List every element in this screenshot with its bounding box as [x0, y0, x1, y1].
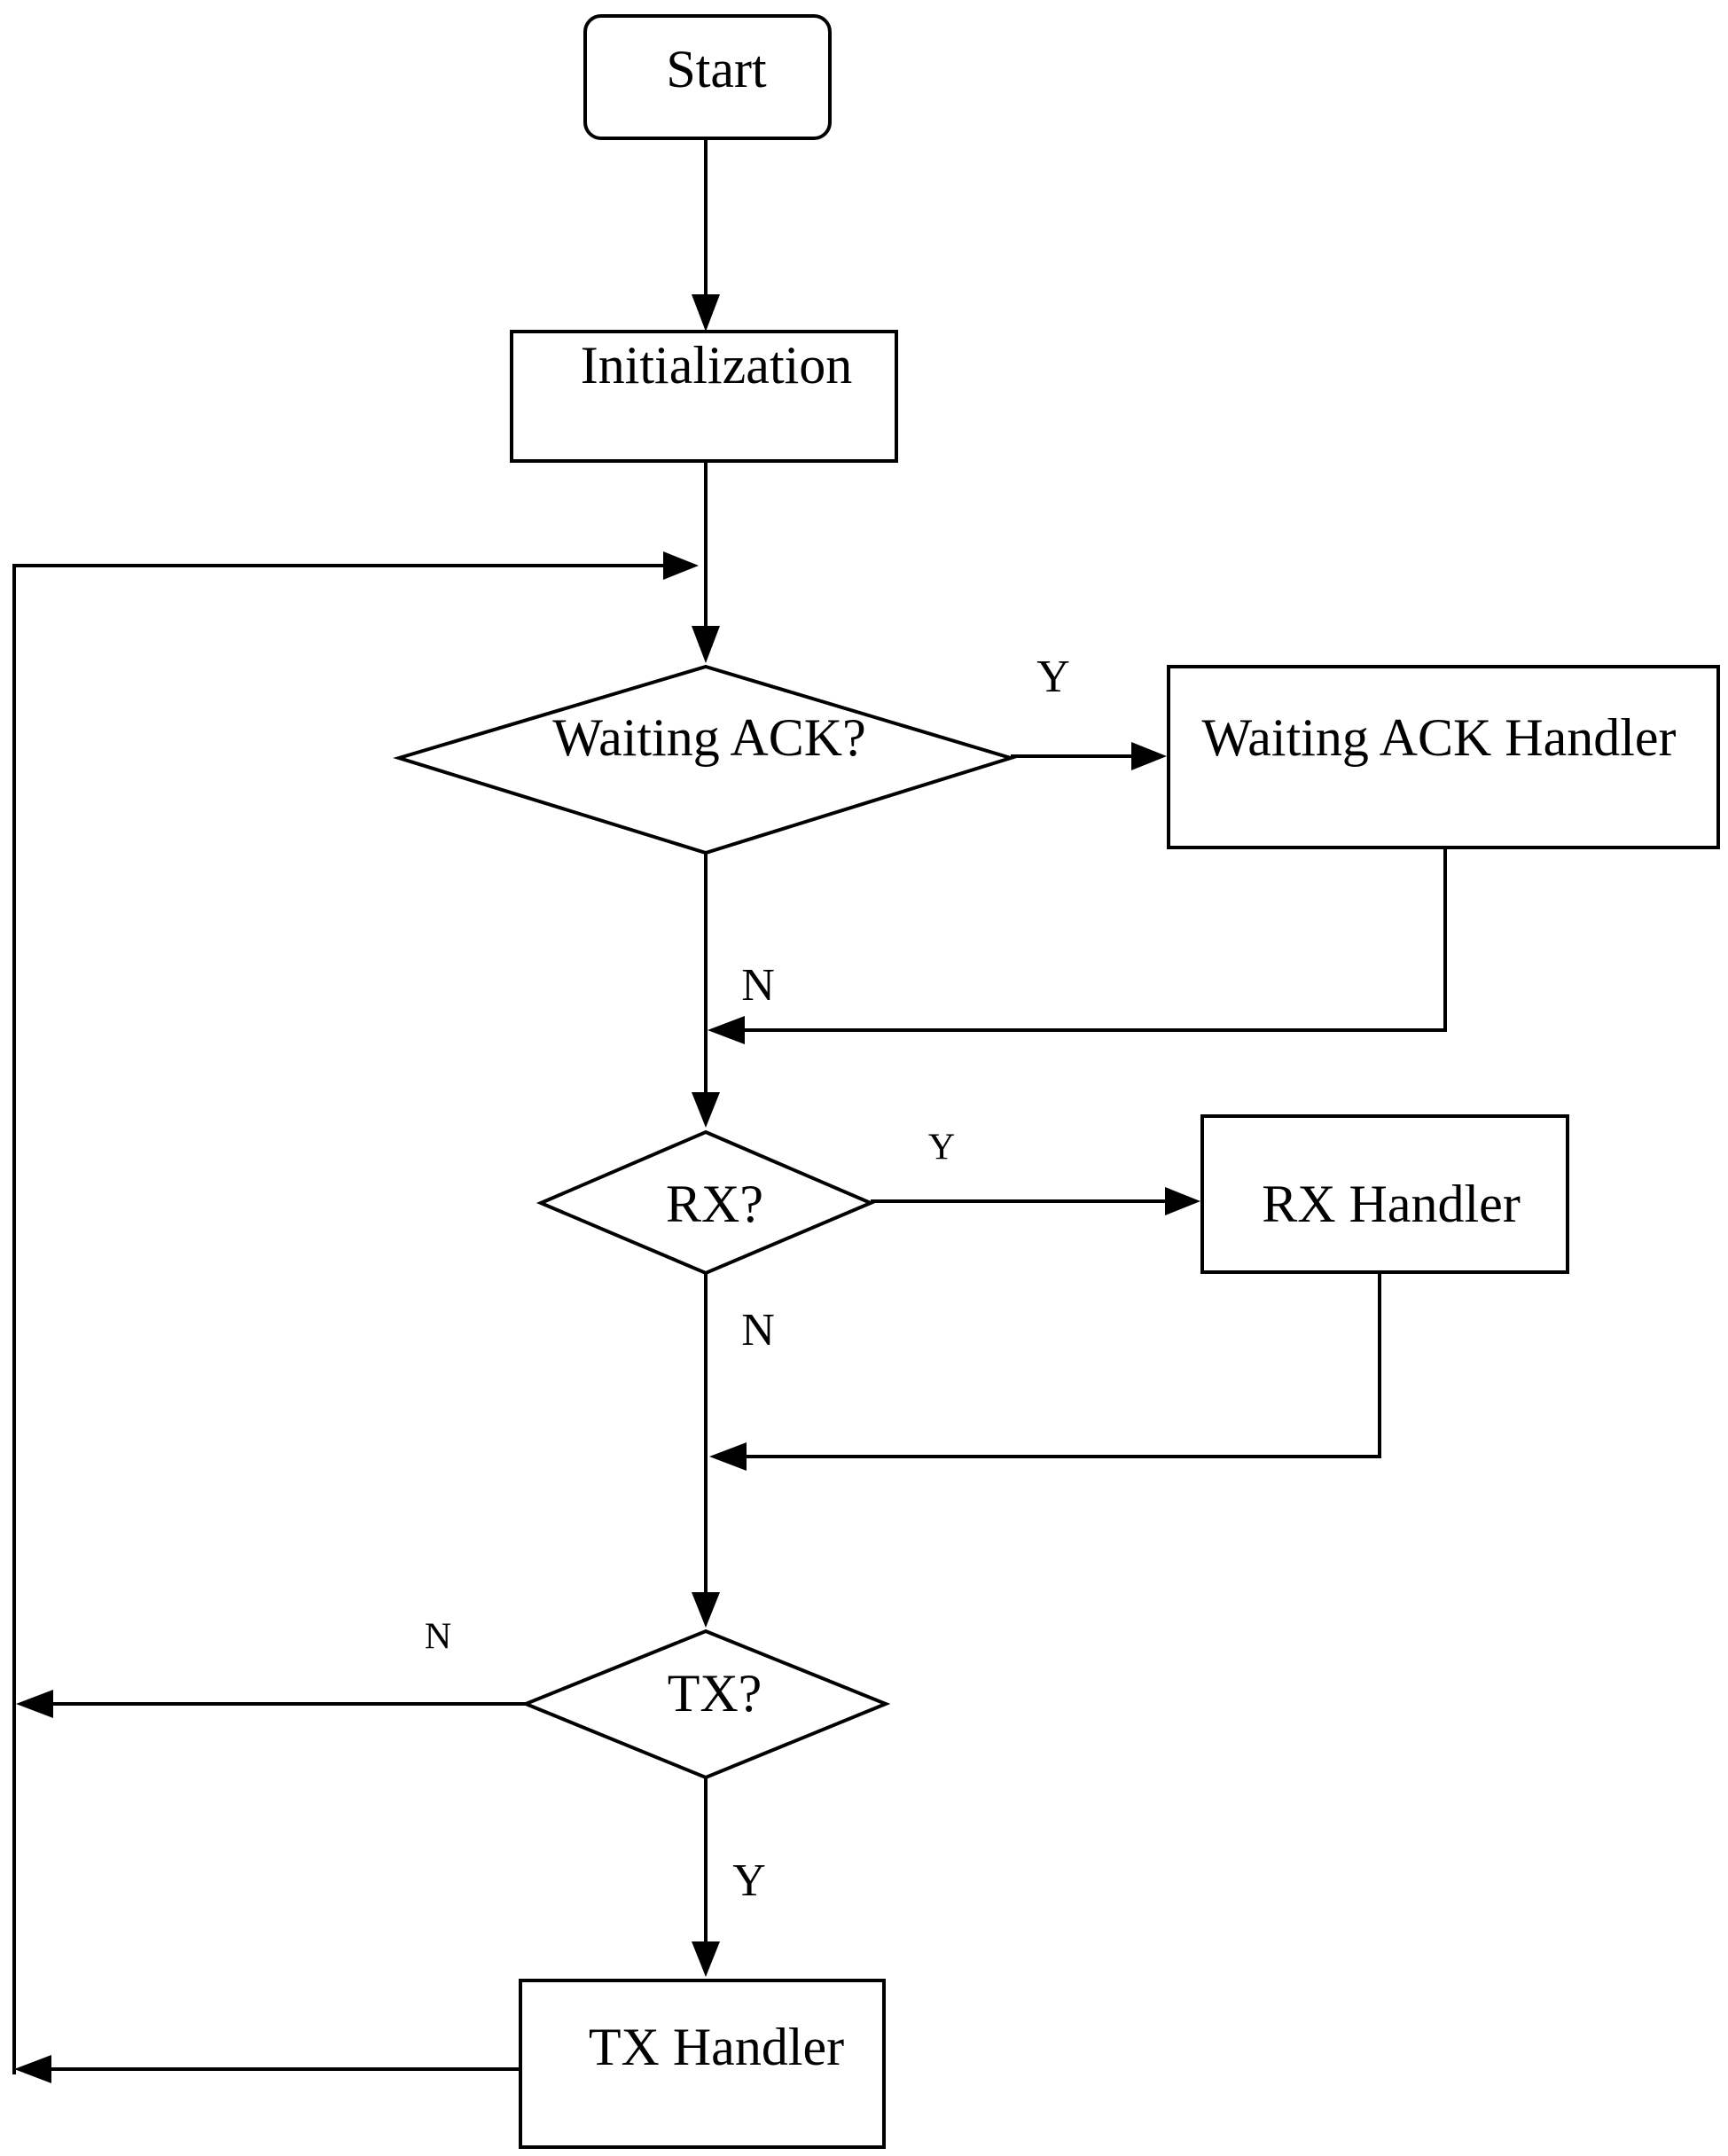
initialization-box — [510, 330, 898, 463]
waiting-ack-yes-label: Y — [1036, 652, 1070, 702]
waiting-ack-label: Waiting ACK? — [552, 708, 865, 767]
arrowhead-loop-merge — [663, 551, 699, 580]
tx-label: TX? — [668, 1664, 762, 1722]
arrowhead-tx-handler — [692, 1941, 720, 1977]
waiting-ack-handler-label: Waiting ACK Handler — [1201, 708, 1676, 767]
rx-handler-label: RX Handler — [1262, 1175, 1521, 1233]
arrowhead-tx-no — [16, 1690, 53, 1718]
rx-handler-box — [1200, 1114, 1569, 1274]
start-label: Start — [666, 40, 767, 98]
tx-no-label: N — [425, 1617, 451, 1658]
arrowhead-rx — [692, 1092, 720, 1128]
initialization-label: Initialization — [581, 336, 853, 394]
arrowhead-waiting-ack — [692, 626, 720, 663]
arrowhead-waiting-ack-handler — [1131, 742, 1167, 770]
tx-yes-label: Y — [732, 1855, 766, 1906]
arrowhead-tx-handler-return — [14, 2055, 51, 2083]
rx-label: RX? — [666, 1175, 763, 1233]
waiting-ack-no-label: N — [741, 960, 775, 1011]
rx-no-label: N — [741, 1305, 775, 1355]
loop-return-line — [12, 564, 663, 2074]
arrowhead-rx-handler — [1165, 1187, 1200, 1215]
connector-waiting-handler-return — [745, 848, 1447, 1032]
arrowhead-init — [692, 294, 720, 332]
tx-handler-label: TX Handler — [589, 2018, 844, 2076]
tx-handler-box — [519, 1979, 886, 2149]
connector-rx-handler-return — [747, 1272, 1381, 1458]
arrowhead-waiting-handler-return — [708, 1016, 745, 1044]
rx-yes-label: Y — [928, 1128, 955, 1168]
arrowhead-tx — [692, 1592, 720, 1628]
arrowhead-rx-handler-return — [709, 1442, 747, 1471]
